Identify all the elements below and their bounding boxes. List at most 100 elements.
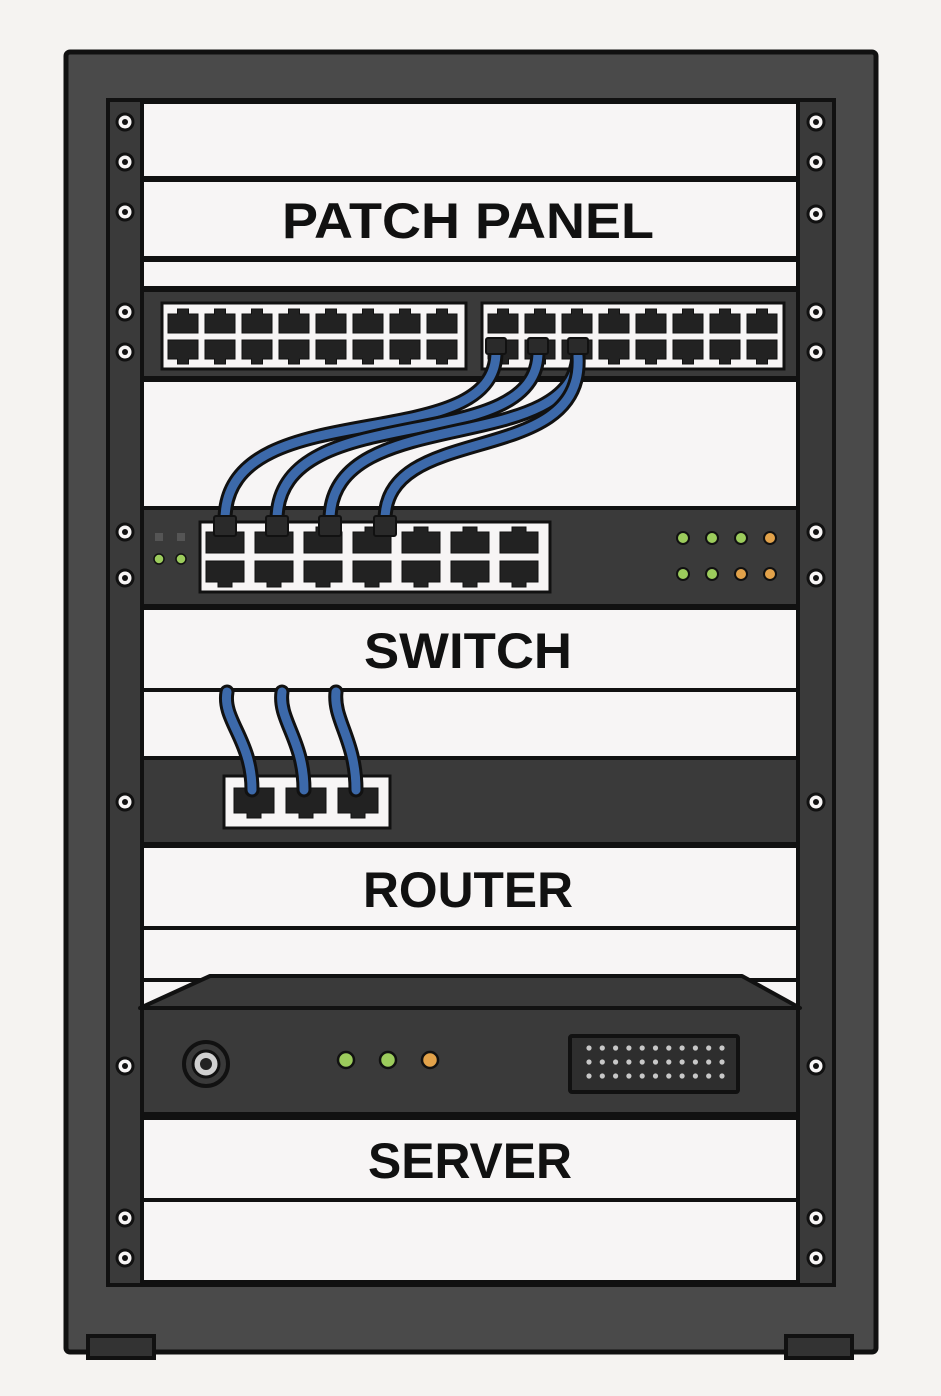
switch-status-led <box>676 531 690 545</box>
rj45-port <box>499 526 539 554</box>
rj45-port <box>499 560 539 588</box>
rj45-port <box>303 560 343 588</box>
vent-hole <box>692 1073 699 1079</box>
rail-hole-center <box>122 1215 128 1221</box>
vent-hole <box>639 1059 645 1065</box>
rail-hole-center <box>813 1255 819 1261</box>
rack-rail-right <box>796 98 836 1287</box>
rj45-port <box>426 339 458 365</box>
rj45-port <box>635 308 667 334</box>
server <box>138 974 802 1116</box>
rail-mounting-holes <box>115 112 826 1268</box>
rj45-port <box>205 560 245 588</box>
router <box>140 756 800 846</box>
vent-hole <box>652 1059 659 1065</box>
rj45-port <box>709 308 741 334</box>
rail-hole-center <box>813 119 819 125</box>
vent-hole <box>586 1059 592 1065</box>
vent-hole <box>626 1073 632 1079</box>
vent-hole <box>626 1059 632 1065</box>
server-leds <box>336 1050 440 1070</box>
rj45-port <box>598 339 630 365</box>
rj45-port <box>204 339 236 365</box>
rj45-port <box>746 308 778 334</box>
rj45-port <box>204 308 236 334</box>
rj45-port <box>233 787 275 819</box>
rj45-port <box>285 787 327 819</box>
vent-hole <box>692 1059 699 1065</box>
vent-hole <box>613 1059 619 1065</box>
rj45-port <box>389 339 421 365</box>
vent-hole <box>599 1045 605 1051</box>
switch-status-led <box>734 567 748 581</box>
vent-hole <box>652 1045 659 1051</box>
rj45-port <box>487 308 519 334</box>
switch-label-strip: SWITCH <box>140 606 800 692</box>
vent-hole <box>719 1059 725 1065</box>
cable-plug <box>265 515 289 537</box>
rail-hole-center <box>813 1063 819 1069</box>
rj45-port <box>401 526 441 554</box>
vent-hole <box>679 1059 685 1065</box>
switch-led <box>153 553 165 565</box>
vent-hole <box>586 1045 592 1051</box>
rj45-port <box>426 308 458 334</box>
rail-hole-center <box>122 309 128 315</box>
rail-hole-center <box>813 575 819 581</box>
switch-left-leds <box>153 533 187 565</box>
patch-cable-4 <box>377 348 586 528</box>
rj45-port <box>315 308 347 334</box>
rj45-port <box>278 308 310 334</box>
vent-grille <box>568 1034 740 1094</box>
switch-status-led <box>734 531 748 545</box>
rail-hole-center <box>122 209 128 215</box>
server-led <box>378 1050 398 1070</box>
patch-panel <box>140 288 800 380</box>
rj45-port <box>450 526 490 554</box>
rj45-port <box>254 560 294 588</box>
switch-status-led <box>763 531 777 545</box>
rack-foot-left <box>86 1334 156 1360</box>
vent-hole <box>666 1073 672 1079</box>
cable-plug <box>527 337 549 355</box>
server-led <box>336 1050 356 1070</box>
rail-hole-center <box>813 529 819 535</box>
rail-hole-center <box>122 575 128 581</box>
rj45-port <box>672 339 704 365</box>
rj45-port <box>598 308 630 334</box>
rj45-port <box>709 339 741 365</box>
rail-hole-center <box>122 529 128 535</box>
vent-hole <box>652 1073 659 1079</box>
cable-plugs <box>213 337 589 537</box>
rj45-port <box>561 308 593 334</box>
rj45-port <box>315 339 347 365</box>
rail-hole-center <box>122 1063 128 1069</box>
cable-plug <box>318 515 342 537</box>
rj45-port <box>746 339 778 365</box>
switch-led <box>155 533 163 541</box>
switch-status-led <box>676 567 690 581</box>
rail-hole-center <box>813 159 819 165</box>
switch-status-leds <box>676 531 777 581</box>
switch-status-led <box>705 531 719 545</box>
server-led <box>420 1050 440 1070</box>
cable-plug <box>213 515 237 537</box>
switch-label: SWITCH <box>364 623 572 679</box>
rack-foot-right <box>784 1334 854 1360</box>
vent-hole <box>599 1073 605 1079</box>
vent-hole <box>639 1045 645 1051</box>
switch-status-led <box>705 567 719 581</box>
rj45-port <box>352 560 392 588</box>
rj45-port <box>401 560 441 588</box>
rail-hole-center <box>813 309 819 315</box>
router-cable-2 <box>274 684 312 798</box>
rj45-port <box>241 339 273 365</box>
router-label: ROUTER <box>363 862 573 918</box>
vent-hole <box>666 1059 672 1065</box>
patch-cables <box>217 344 586 798</box>
vent-hole <box>706 1073 712 1079</box>
rail-hole-center <box>813 211 819 217</box>
rail-hole-center <box>122 1255 128 1261</box>
patch-cable-2 <box>269 344 546 528</box>
